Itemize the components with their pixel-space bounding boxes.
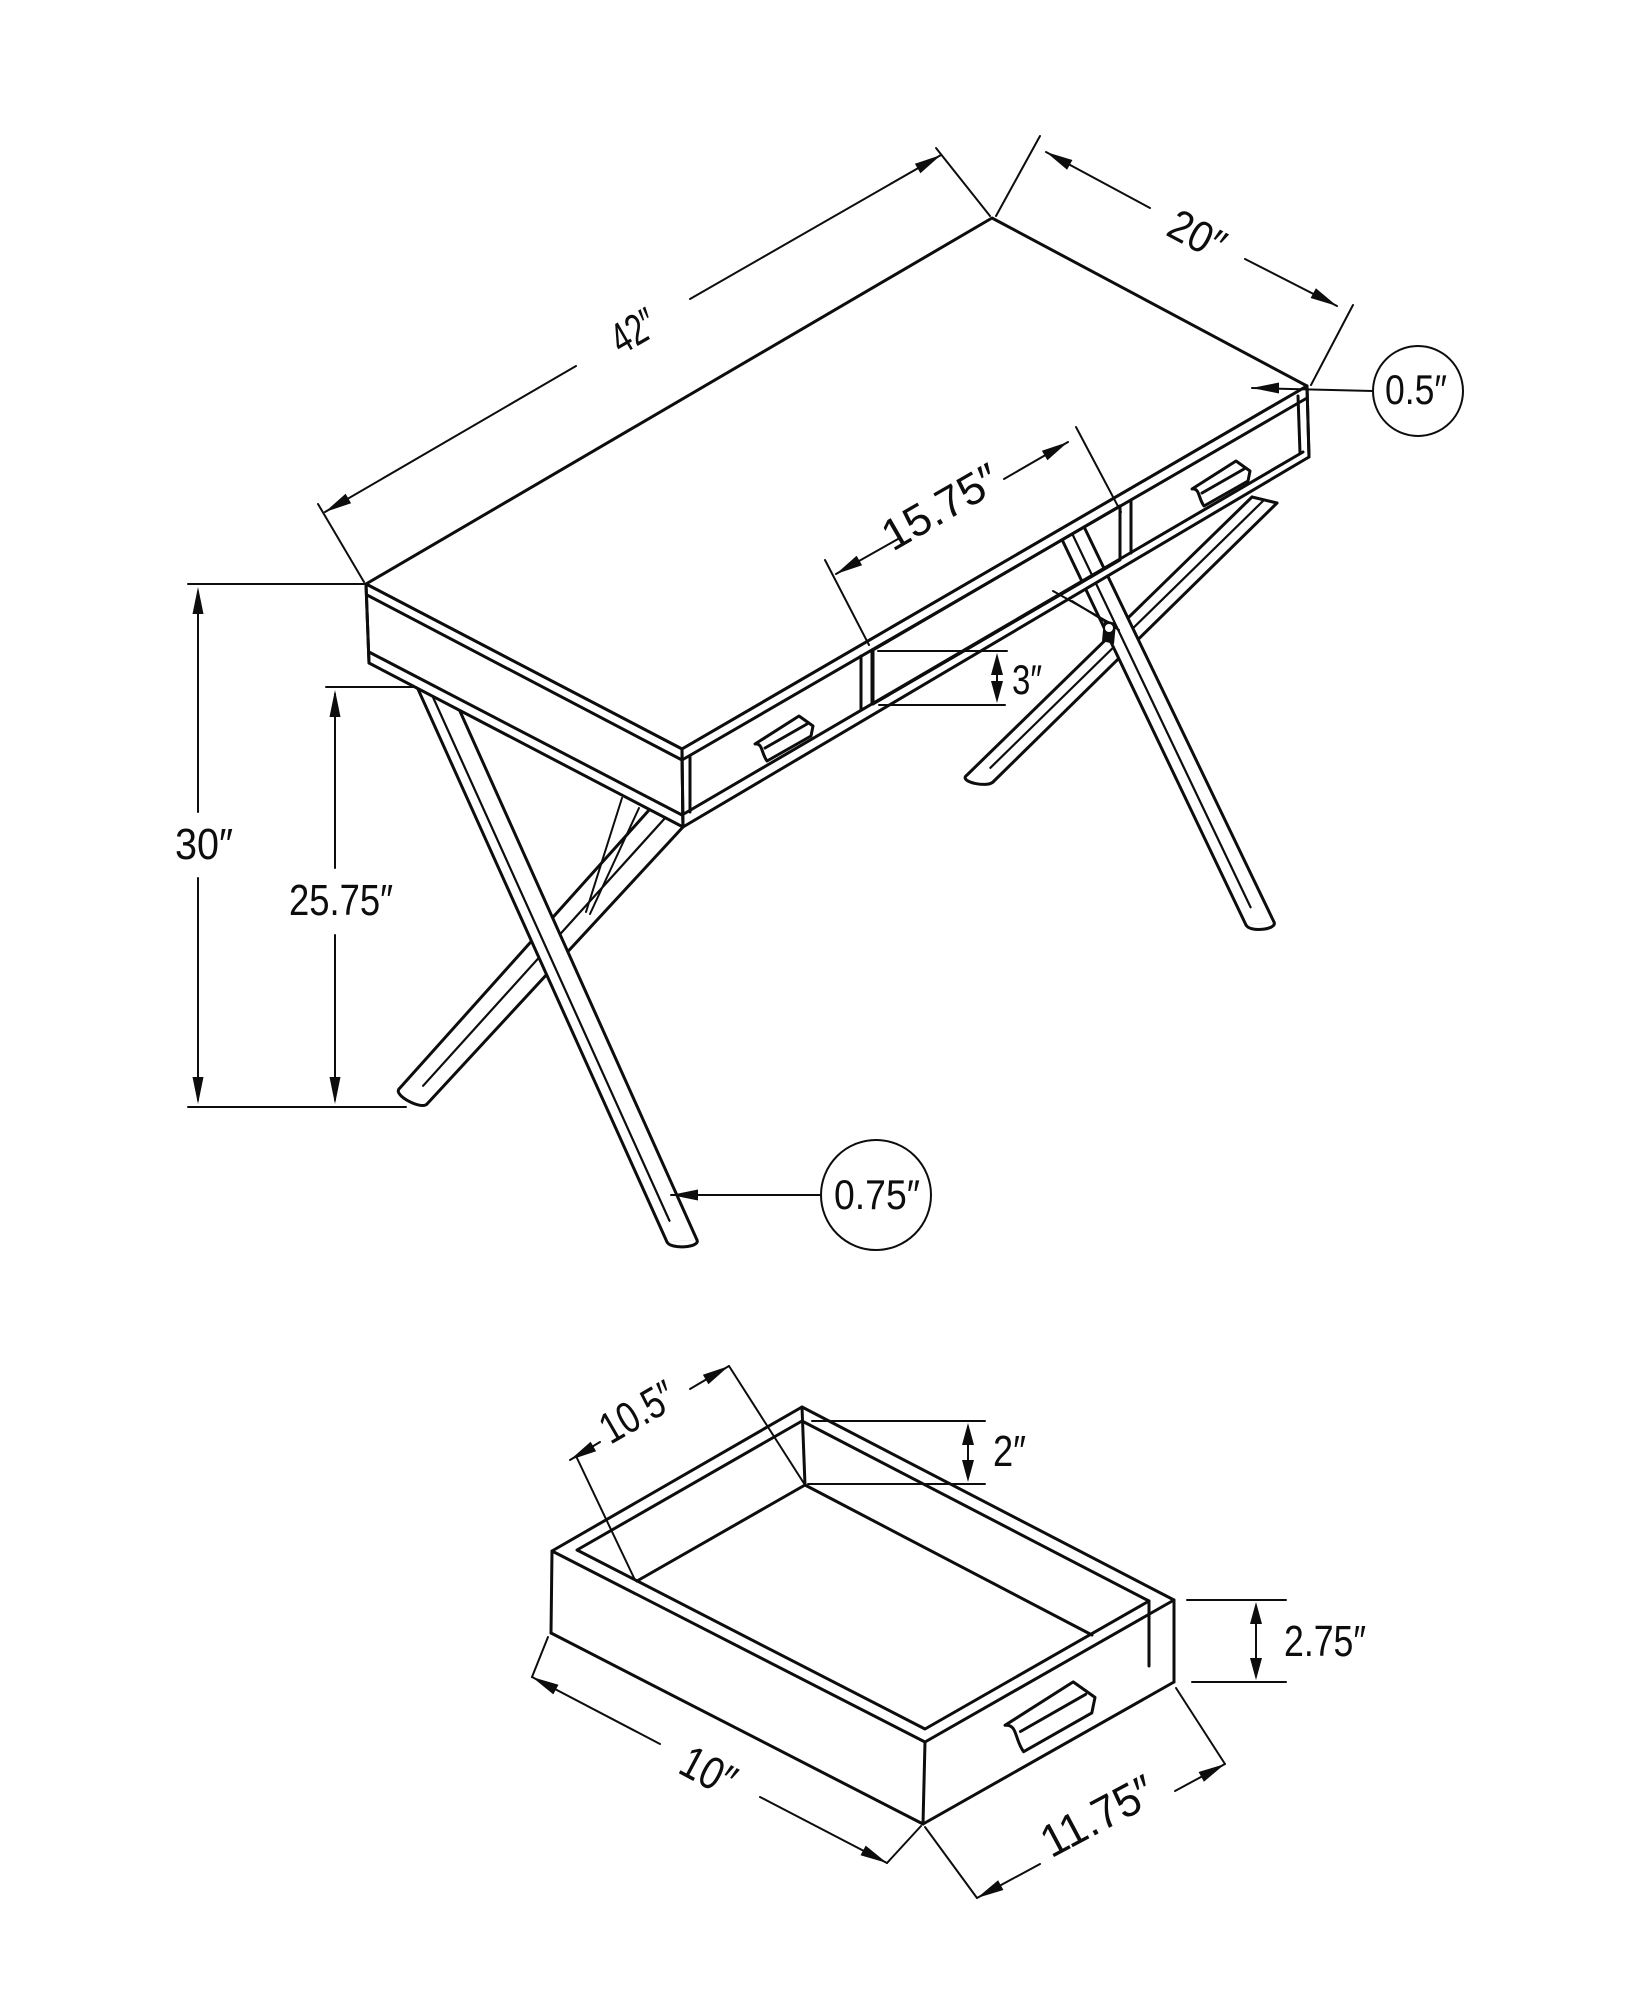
svg-text:3″: 3″ [1012,656,1042,703]
svg-text:25.75″: 25.75″ [289,876,393,925]
svg-text:0.5″: 0.5″ [1385,366,1447,413]
svg-text:2.75″: 2.75″ [1284,1617,1366,1666]
svg-text:2″: 2″ [993,1427,1026,1476]
svg-text:0.75″: 0.75″ [834,1171,920,1218]
svg-text:30″: 30″ [175,820,233,869]
